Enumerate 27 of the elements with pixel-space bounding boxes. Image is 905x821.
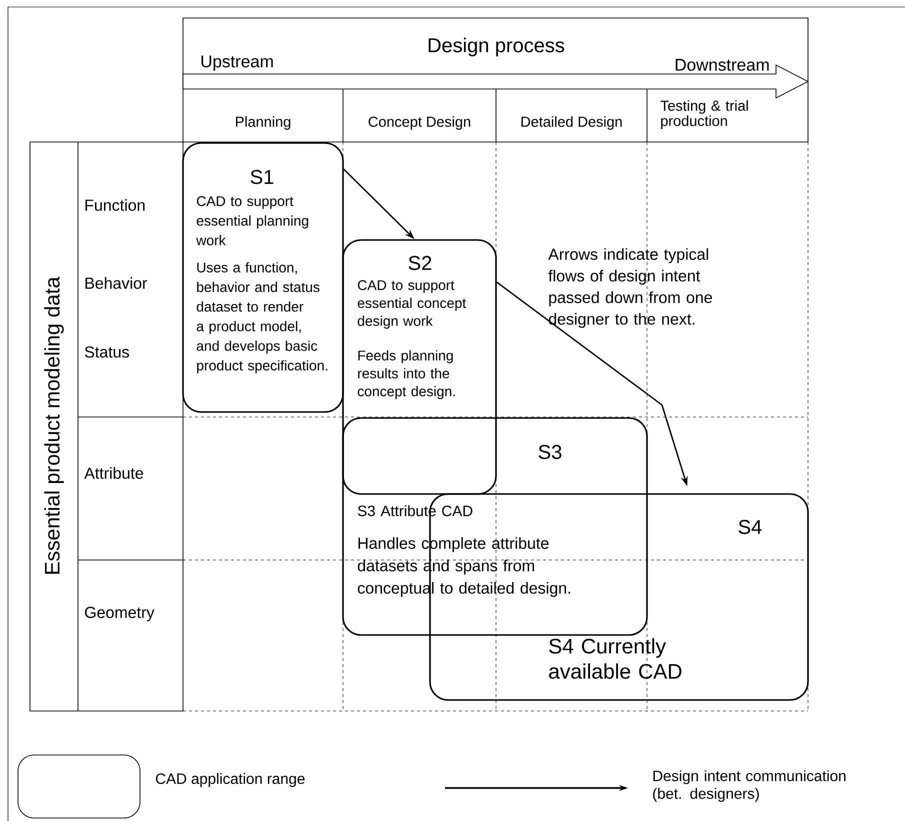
column-header: Concept Design bbox=[368, 116, 470, 130]
box-title: S4 bbox=[738, 520, 762, 534]
box-text: Feeds planning results into the concept design. bbox=[358, 350, 455, 400]
box-title: S3 bbox=[538, 444, 562, 460]
box-text: S4 Currently available CAD bbox=[549, 638, 682, 679]
note-text: Arrows indicate typical flows of design intent passed down from one designer to the next. bbox=[548, 248, 712, 328]
legend-text: Design intent communication (bet. designers) bbox=[653, 770, 846, 802]
range-box bbox=[182, 142, 344, 413]
row-group-header: Essential product modeling data bbox=[44, 276, 64, 574]
legend-text: CAD application range bbox=[156, 773, 305, 787]
header-text: Upstream bbox=[202, 56, 273, 71]
row-header: Function bbox=[86, 199, 145, 211]
row-header: Attribute bbox=[84, 467, 144, 479]
row-header: Geometry bbox=[85, 606, 154, 622]
box-text: CAD to support essential planning work bbox=[196, 196, 308, 246]
row-header: Status bbox=[84, 346, 129, 358]
column-header: Detailed Design bbox=[522, 116, 622, 130]
heading: Design process bbox=[428, 38, 564, 56]
range-box bbox=[342, 417, 648, 636]
box-title: S1 bbox=[250, 170, 274, 184]
row-header: Behavior bbox=[86, 277, 148, 289]
range-box bbox=[342, 239, 497, 495]
header-text: Downstream bbox=[676, 58, 769, 71]
box-text: Uses a function, behavior and status dataset to render a product model, and develops basic product specification. bbox=[196, 262, 328, 374]
column-header: Testing & trial production bbox=[660, 100, 748, 129]
box-text: CAD to support essential concept design work bbox=[358, 280, 466, 329]
box-title: S2 bbox=[408, 256, 432, 270]
